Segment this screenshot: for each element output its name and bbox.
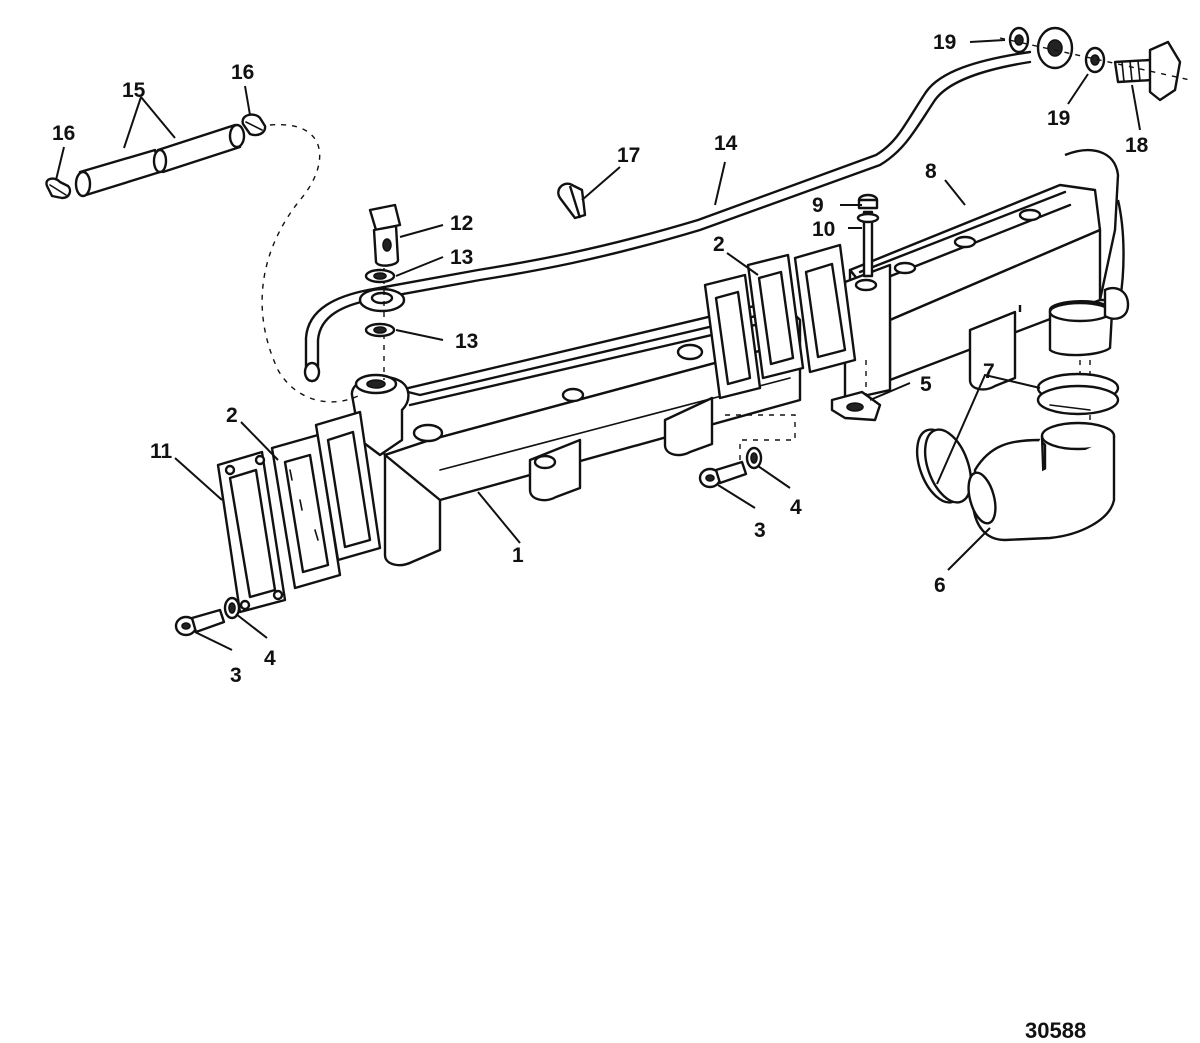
- callout-19-top: 19: [933, 31, 956, 54]
- banjo-fitting: [358, 287, 406, 313]
- bolt-part-9: [857, 193, 879, 210]
- left-flange-part: [314, 410, 382, 562]
- left-flange-plate-part-11: [216, 450, 287, 614]
- callout-5: 5: [920, 373, 932, 396]
- right-flange-plates: [703, 243, 857, 400]
- callout-9: 9: [812, 194, 824, 217]
- tube-part-14: [303, 50, 1032, 383]
- callout-2-left: 2: [226, 404, 238, 427]
- callout-16-right: 16: [231, 61, 254, 84]
- callout-4-center: 4: [790, 496, 802, 519]
- figure-number: 30588: [1025, 1018, 1086, 1043]
- leader-lines: [55, 39, 1141, 651]
- callout-3-lower-left: 3: [230, 664, 242, 687]
- callout-labels: 1 2 2 3 3 4 4 5 6 7 8 9 10 11 12 13 13 1…: [52, 31, 1149, 687]
- banjo-bolt-part-12: [368, 203, 402, 267]
- callout-3-center: 3: [754, 519, 766, 542]
- hose-route-line: [261, 124, 361, 403]
- bolt-lower-left-part-3: [174, 608, 226, 637]
- washer-top-right-part-19: [1084, 46, 1106, 74]
- banjo-end-fitting: [1036, 26, 1074, 70]
- cap-plate-part-5: [830, 390, 882, 422]
- callout-1: 1: [512, 544, 524, 567]
- callout-8: 8: [925, 160, 937, 183]
- callout-17: 17: [617, 144, 640, 167]
- callout-19-lower: 19: [1047, 107, 1070, 130]
- callout-15: 15: [122, 79, 146, 102]
- callout-4-lower-left: 4: [264, 647, 276, 670]
- clamp-lower-part-7: [915, 428, 973, 504]
- callout-6: 6: [934, 574, 946, 597]
- elbow-hose-part-6: [967, 421, 1116, 542]
- hose-clamp-left-part-16: [45, 177, 72, 200]
- callout-10: 10: [812, 218, 835, 241]
- hose-clamp-right-part-16: [241, 113, 267, 137]
- clamp-upper-part-7: [1036, 372, 1120, 416]
- axis-line-bolt3: [725, 414, 796, 460]
- washer-upper-part-13: [364, 268, 396, 284]
- callout-13-upper: 13: [450, 246, 473, 269]
- callout-7: 7: [983, 360, 995, 383]
- exhaust-manifold-part: [350, 298, 802, 567]
- bolt-center-part-3: [698, 460, 748, 489]
- bolt-top-right-part-18: [1113, 40, 1182, 102]
- washer-top-left-part-19: [1008, 26, 1030, 54]
- exhaust-manifold-right-part: [843, 148, 1130, 402]
- washer-lower-part-13: [364, 322, 396, 338]
- stud-part-10: [856, 210, 880, 278]
- callout-18: 18: [1125, 134, 1149, 157]
- washer-center-part-4: [745, 446, 763, 470]
- callout-14: 14: [714, 132, 738, 155]
- callout-16-left: 16: [52, 122, 75, 145]
- callout-2-right: 2: [713, 233, 725, 256]
- callout-12: 12: [450, 212, 473, 235]
- callout-13-lower: 13: [455, 330, 478, 353]
- hose-part-15: [74, 123, 246, 198]
- washer-lower-left-part-4: [223, 596, 241, 620]
- clip-part-17: [557, 182, 587, 220]
- callout-11: 11: [150, 440, 173, 463]
